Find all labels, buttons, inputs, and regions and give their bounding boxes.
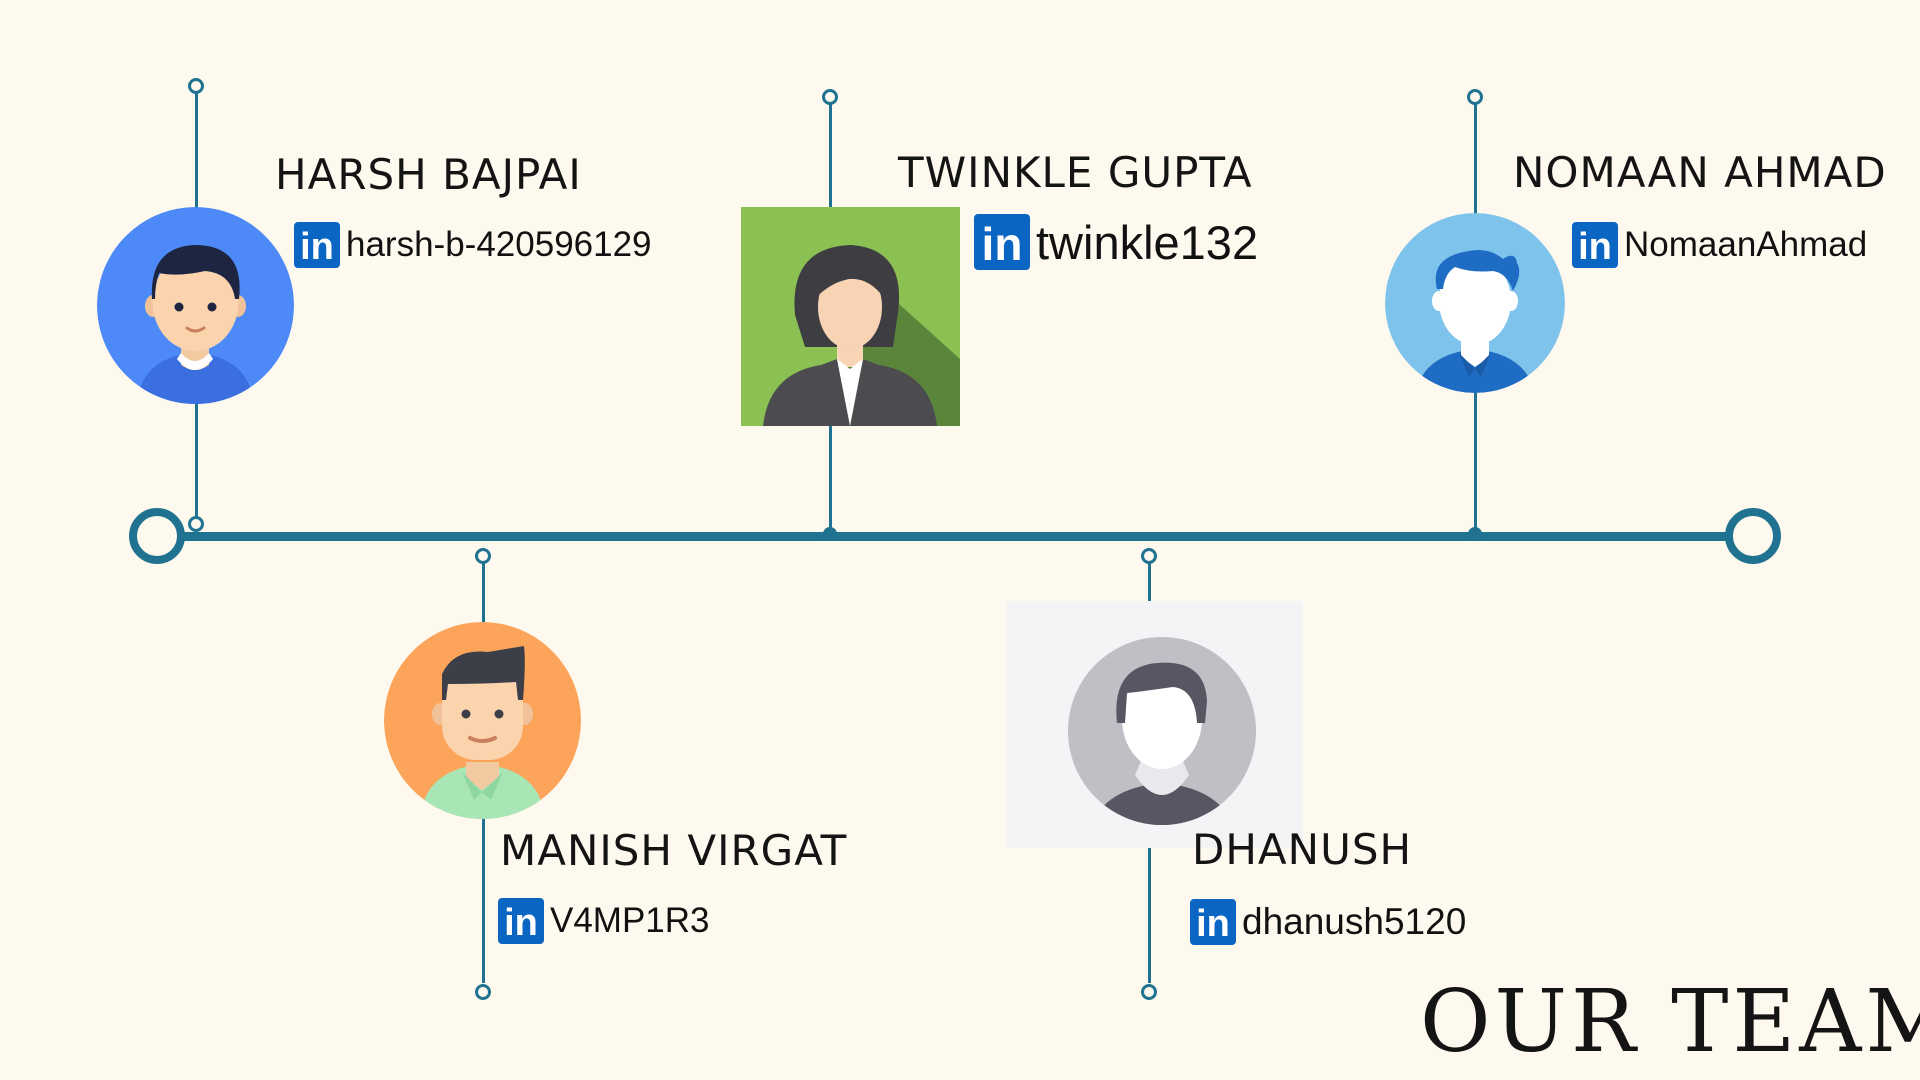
page-title: OUR TEAM (1420, 972, 1920, 1072)
avatar-harsh (97, 207, 294, 404)
connector-node-bottom (188, 516, 204, 532)
linkedin-handle: dhanush5120 (1242, 901, 1467, 942)
linkedin-handle: twinkle132 (1036, 215, 1259, 269)
connector-node-top (1467, 89, 1483, 105)
timeline-axis (165, 532, 1753, 541)
connector-dot (823, 527, 837, 541)
member-name: HARSH BAJPAI (275, 150, 582, 199)
linkedin-link[interactable]: in harsh-b-420596129 (294, 222, 652, 268)
connector-node-bottom (1141, 984, 1157, 1000)
linkedin-icon: in (974, 214, 1030, 270)
timeline-end-cap (1725, 508, 1781, 564)
connector-dot (1468, 527, 1482, 541)
connector-node-top (822, 89, 838, 105)
connector-node-top (475, 548, 491, 564)
avatar-nomaan (1385, 213, 1565, 393)
linkedin-link[interactable]: in dhanush5120 (1190, 899, 1466, 945)
linkedin-link[interactable]: in V4MP1R3 (498, 898, 710, 944)
member-name: NOMAAN AHMAD (1513, 148, 1887, 197)
timeline-start-cap (129, 508, 185, 564)
linkedin-icon: in (498, 898, 544, 944)
linkedin-handle: harsh-b-420596129 (346, 225, 652, 264)
avatar-twinkle (741, 207, 960, 426)
linkedin-icon: in (1572, 222, 1618, 268)
connector-node-bottom (475, 984, 491, 1000)
linkedin-icon: in (1190, 899, 1236, 945)
linkedin-icon: in (294, 222, 340, 268)
avatar-manish (384, 622, 581, 819)
linkedin-link[interactable]: in twinkle132 (974, 214, 1258, 270)
linkedin-link[interactable]: in NomaanAhmad (1572, 222, 1867, 268)
member-name: DHANUSH (1192, 825, 1413, 874)
avatar-dhanush (1007, 601, 1303, 848)
connector-node-top (188, 78, 204, 94)
linkedin-handle: NomaanAhmad (1624, 225, 1868, 264)
member-name: TWINKLE GUPTA (898, 148, 1253, 197)
member-name: MANISH VIRGAT (500, 826, 848, 875)
linkedin-handle: V4MP1R3 (550, 901, 710, 940)
connector-node-top (1141, 548, 1157, 564)
